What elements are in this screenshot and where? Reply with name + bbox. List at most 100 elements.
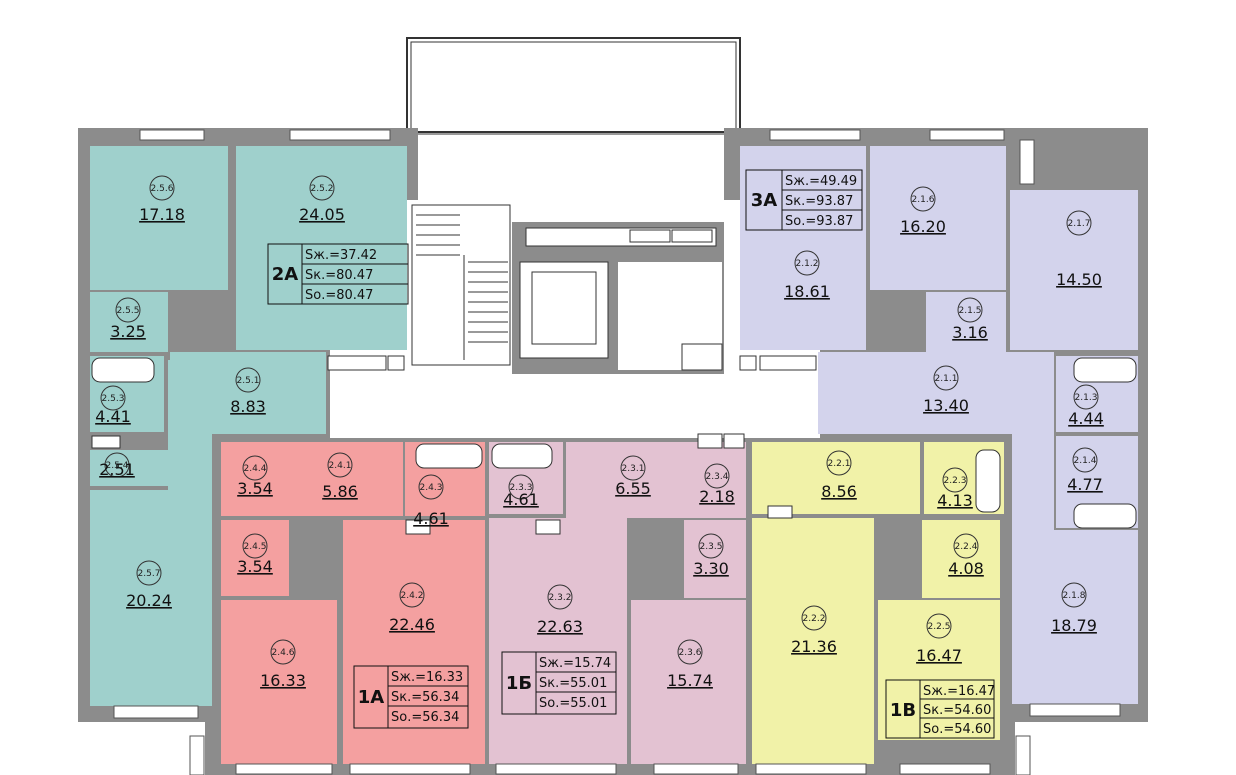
room-area: 24.05 — [299, 205, 345, 224]
room-id-circle — [399, 582, 425, 608]
room-id: 2.4.1 — [329, 461, 352, 471]
room-area: 4.44 — [1068, 409, 1104, 428]
room-id: 2.5.2 — [311, 184, 334, 194]
unit-living-area-1A: Sж.=16.33 — [391, 670, 463, 685]
room-id-circle — [242, 533, 268, 559]
unit-o-area-3A: Sо.=93.87 — [785, 214, 853, 229]
room-area: 3.54 — [237, 479, 273, 498]
room-id: 2.2.3 — [944, 476, 967, 486]
unit-k-area-1A: Sк.=56.34 — [391, 690, 459, 705]
unit-code-2A: 2А — [272, 264, 299, 285]
room-id-circle — [677, 639, 703, 665]
unit-3A — [740, 146, 1138, 704]
room-area: 4.77 — [1067, 475, 1103, 494]
room-id: 2.1.4 — [1074, 456, 1097, 466]
room-id-circle — [698, 533, 724, 559]
room-area: 4.13 — [937, 491, 973, 510]
unit-living-area-3A: Sж.=49.49 — [785, 174, 857, 189]
unit-living-area-2A: Sж.=37.42 — [305, 248, 377, 263]
room-area: 16.33 — [260, 671, 306, 690]
room-id: 2.3.4 — [706, 472, 729, 482]
room-labels: 2.5.617.182.5.224.052.5.53.252.5.18.832.… — [95, 175, 1104, 690]
room-id: 2.3.5 — [700, 542, 723, 552]
unit-living-area-1V: Sж.=16.47 — [923, 684, 995, 699]
room-id: 2.4.3 — [420, 483, 443, 493]
unit-1B — [489, 442, 746, 764]
room-id: 2.2.2 — [803, 614, 826, 624]
room-area: 16.20 — [900, 217, 946, 236]
windows — [113, 129, 1121, 775]
room-area: 21.36 — [791, 637, 837, 656]
room-id: 2.5.7 — [138, 569, 161, 579]
room-area: 18.61 — [784, 282, 830, 301]
room-id: 2.1.2 — [796, 259, 819, 269]
unit-code-1V: 1В — [890, 700, 916, 721]
room-area: 3.54 — [237, 557, 273, 576]
room-area: 17.18 — [139, 205, 185, 224]
room-id-circle — [149, 175, 175, 201]
room-area: 15.74 — [667, 671, 713, 690]
room-id-circle — [327, 452, 353, 478]
unit-badge-1V: 1В Sж.=16.47 Sк.=54.60 Sо.=54.60 — [885, 679, 995, 739]
room-area: 22.63 — [537, 617, 583, 636]
room-area: 22.46 — [389, 615, 435, 634]
room-id-circle — [801, 605, 827, 631]
unit-living-area-1B: Sж.=15.74 — [539, 656, 611, 671]
room-area: 2.18 — [699, 487, 735, 506]
unit-badge-1A: 1А Sж.=16.33 Sк.=56.34 Sо.=56.34 — [353, 665, 469, 729]
room-area: 4.61 — [413, 509, 449, 528]
room-id: 2.3.2 — [549, 593, 572, 603]
unit-code-1A: 1А — [358, 687, 385, 708]
room-id-circle — [794, 250, 820, 276]
room-id-circle — [1066, 210, 1092, 236]
room-area: 14.50 — [1056, 270, 1102, 289]
room-id: 2.1.8 — [1063, 591, 1086, 601]
room-id: 2.3.6 — [679, 648, 702, 658]
stair-block — [411, 204, 511, 366]
unit-o-area-1B: Sо.=55.01 — [539, 696, 607, 711]
room-id: 2.1.5 — [959, 306, 982, 316]
room-id-circle — [104, 452, 130, 478]
elevator-cabin-inner — [531, 271, 597, 345]
room-area: 3.16 — [952, 323, 988, 342]
room-id-circle — [242, 455, 268, 481]
room-id-circle — [100, 385, 126, 411]
room-id: 2.4.5 — [244, 542, 267, 552]
room-id: 2.4.2 — [401, 591, 424, 601]
room-area: 4.08 — [948, 559, 984, 578]
room-id-circle — [942, 467, 968, 493]
room-id: 2.2.5 — [928, 622, 951, 632]
room-id-circle — [418, 474, 444, 500]
room-id-circle — [620, 455, 646, 481]
room-area: 8.56 — [821, 482, 857, 501]
vent-boxes — [91, 229, 817, 535]
room-id-circle — [547, 584, 573, 610]
room-id: 2.5.6 — [151, 184, 174, 194]
room-id: 2.5.1 — [237, 376, 260, 386]
room-id-circle — [309, 175, 335, 201]
elevator-cabin — [519, 261, 609, 359]
room-id-circle — [704, 463, 730, 489]
unit-k-area-1B: Sк.=55.01 — [539, 676, 607, 691]
room-id: 2.3.1 — [622, 464, 645, 474]
room-id-circle — [115, 297, 141, 323]
room-id-circle — [235, 367, 261, 393]
room-id: 2.4.6 — [272, 648, 295, 658]
room-id-circle — [270, 639, 296, 665]
unit-k-area-3A: Sк.=93.87 — [785, 194, 853, 209]
unit-1V — [752, 442, 1004, 764]
room-id: 2.5.4 — [106, 461, 129, 471]
stair-treads — [416, 214, 508, 360]
room-id-circle — [1061, 582, 1087, 608]
room-area: 3.30 — [693, 559, 729, 578]
room-id: 2.2.4 — [955, 542, 978, 552]
bathtubs — [91, 357, 1137, 529]
room-area: 18.79 — [1051, 616, 1097, 635]
room-area: 4.41 — [95, 407, 131, 426]
room-id-circle — [953, 533, 979, 559]
room-id-circle — [826, 450, 852, 476]
unit-o-area-2A: Sо.=80.47 — [305, 288, 373, 303]
room-id: 2.5.3 — [102, 394, 125, 404]
room-id-circle — [136, 560, 162, 586]
